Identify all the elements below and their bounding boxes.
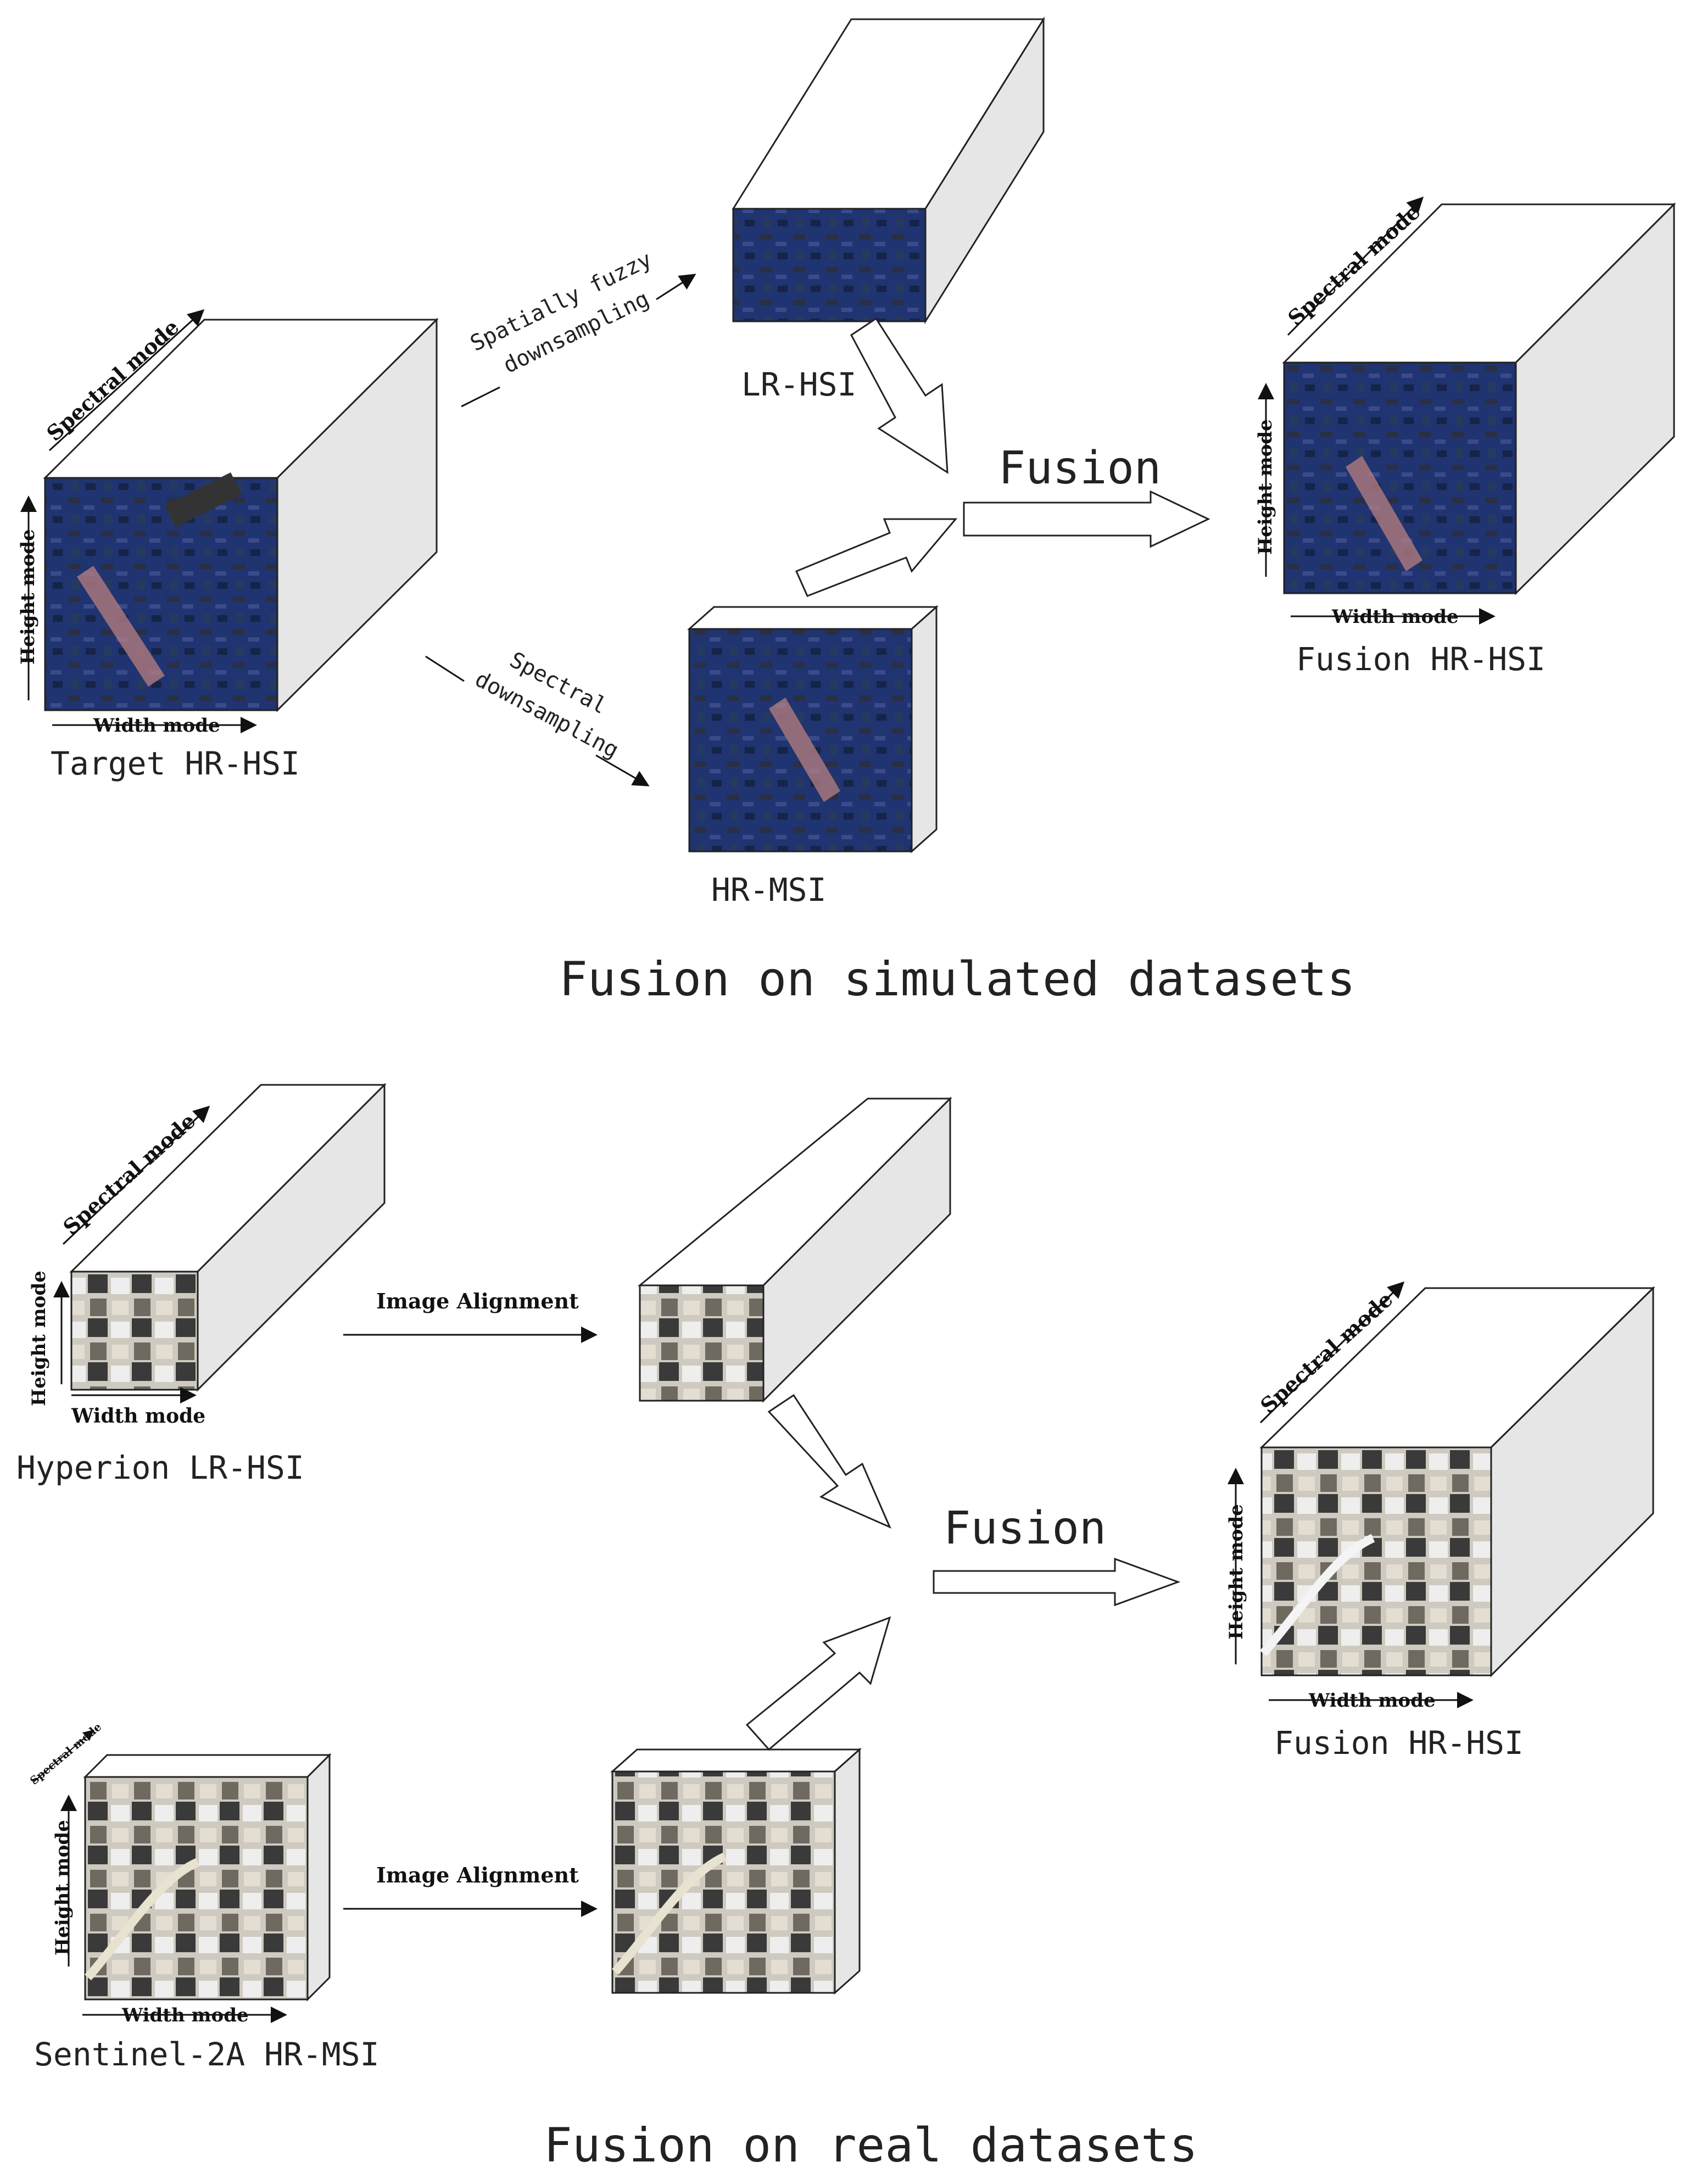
cube-fusion-sim [1282,202,1676,595]
hr-msi-label: HR-MSI [711,871,827,909]
cube-lr-hsi [732,16,1045,325]
hollow-arrow-aligned-msi-to-fusion [745,1616,891,1751]
aligned-msi-image [611,1770,836,1994]
caption-real: Fusion on real datasets [544,2118,1198,2173]
fusion-sim-axis-height: Height mode [1254,419,1276,555]
lr-hsi-image [732,208,927,322]
hyperion-label: Hyperion LR-HSI [16,1449,304,1486]
hyperion-axis-width: Width mode [71,1405,205,1428]
cube-aligned-msi [610,1747,862,1995]
fusion-sim-label: Fusion HR-HSI [1296,640,1546,678]
cube-hr-msi [687,605,939,854]
cube-fusion-real [1259,1286,1655,1678]
cube-aligned-lr [637,1096,952,1403]
hollow-arrow-fusion-real [933,1557,1181,1607]
cube-sentinel [83,1753,332,2002]
fusion-real-axis-height: Height mode [1225,1504,1247,1640]
fusion-real-image [1260,1446,1492,1676]
fusion-real-axis-width: Width mode [1308,1690,1436,1712]
lr-hsi-label: LR-HSI [741,366,857,403]
hollow-arrow-aligned-lr-to-fusion [767,1394,891,1529]
caption-simulated: Fusion on simulated datasets [559,952,1355,1007]
hollow-arrow-lr-to-fusion [850,317,949,474]
cube-hyperion [69,1083,387,1392]
fusion-label-real: Fusion [944,1502,1106,1555]
hollow-arrow-fusion-sim [963,490,1210,548]
fusion-label-sim: Fusion [998,442,1161,494]
sentinel-axis-width: Width mode [121,2004,249,2026]
target-axis-height: Height mode [17,529,39,665]
align-bottom-label: Image Alignment [376,1863,579,1887]
align-top-label: Image Alignment [376,1289,579,1313]
sentinel-image [84,1776,309,2001]
cube-target-hrhsi [43,317,439,712]
hyperion-axis-height: Height mode [28,1271,50,1406]
hollow-arrow-msi-to-fusion [795,518,958,597]
target-hrhsi-label: Target HR-HSI [51,745,300,782]
hyperion-image [70,1271,199,1391]
sentinel-axis-height: Height mode [52,1820,74,1955]
fusion-real-label: Fusion HR-HSI [1274,1724,1524,1762]
aligned-lr-image [639,1284,765,1402]
target-axis-width: Width mode [93,715,220,737]
sentinel-label: Sentinel-2A HR-MSI [34,2036,380,2073]
fusion-sim-axis-width: Width mode [1331,606,1459,628]
